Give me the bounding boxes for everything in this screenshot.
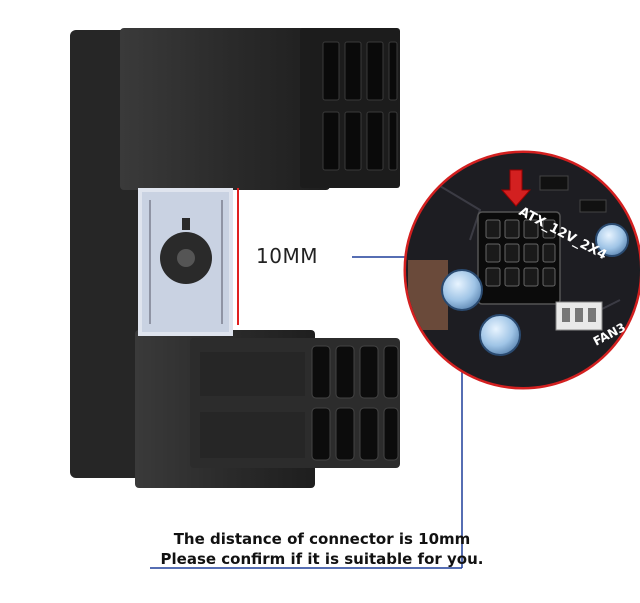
- bottom-connector: [190, 338, 400, 468]
- adapter-label-plate: [142, 192, 229, 332]
- callout-line: [150, 256, 463, 569]
- capacitor: [479, 314, 521, 356]
- capacitor: [595, 223, 629, 257]
- capacitor: [441, 269, 483, 311]
- adapter-body: [70, 28, 330, 488]
- caption-line-1: The distance of connector is 10mm: [173, 530, 471, 548]
- motherboard-closeup: [403, 150, 640, 390]
- dimension-label: 10MM: [256, 244, 318, 268]
- arrow-down-icon: [500, 169, 532, 207]
- top-connector: [300, 28, 400, 188]
- caption-line-2: Please confirm if it is suitable for you…: [160, 550, 484, 568]
